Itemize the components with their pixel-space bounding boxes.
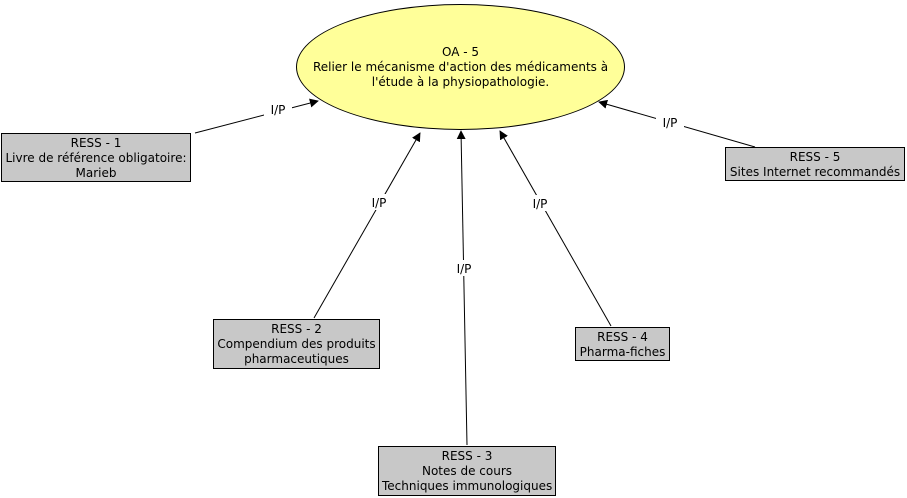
resource-text-line-2: pharmaceutiques (244, 352, 349, 366)
resource-title: RESS - 3 (441, 449, 493, 463)
resource-title: RESS - 2 (271, 322, 322, 336)
resource-title: RESS - 5 (789, 150, 841, 164)
resource-node-ress-1[interactable]: RESS - 1 Livre de référence obligatoire:… (1, 133, 191, 182)
resource-text-line-1: Livre de référence obligatoire: (5, 151, 187, 165)
resource-node-ress-3[interactable]: RESS - 3 Notes de cours Techniques immun… (378, 446, 556, 496)
resource-text-line-1: Compendium des produits (217, 337, 376, 351)
resource-title: RESS - 4 (597, 330, 648, 344)
connector-label-ress-5: I/P (663, 116, 678, 130)
connector-label-ress-2: I/P (372, 196, 387, 210)
connector-label-ress-3: I/P (457, 262, 472, 276)
connector-label-ress-1: I/P (271, 103, 286, 117)
resource-text-line-1: Sites Internet recommandés (729, 165, 901, 179)
resource-text-line-1: Notes de cours (421, 464, 513, 478)
objective-title: OA - 5 (441, 44, 480, 59)
resource-text-line-2: Techniques immunologiques (382, 479, 553, 493)
resource-node-ress-4[interactable]: RESS - 4 Pharma-fiches (575, 327, 670, 361)
resource-title: RESS - 1 (70, 136, 122, 150)
connector-ress-4 (499, 130, 612, 327)
resource-text-line-2: Marieb (75, 166, 117, 180)
resource-node-ress-2[interactable]: RESS - 2 Compendium des produits pharmac… (213, 319, 380, 369)
connector-label-ress-4: I/P (533, 197, 548, 211)
objective-text-line-2: l'étude à la physiopathologie. (371, 74, 550, 89)
connector-ress-1 (194, 98, 319, 134)
connector-ress-3 (456, 130, 468, 446)
connector-ress-2 (313, 132, 421, 319)
resource-node-ress-5[interactable]: RESS - 5 Sites Internet recommandés (725, 147, 905, 181)
resource-text-line-1: Pharma-fiches (579, 345, 666, 359)
objective-node-oa-5[interactable]: OA - 5 Relier le mécanisme d'action des … (296, 4, 625, 130)
objective-text-line-1: Relier le mécanisme d'action des médicam… (312, 59, 609, 74)
